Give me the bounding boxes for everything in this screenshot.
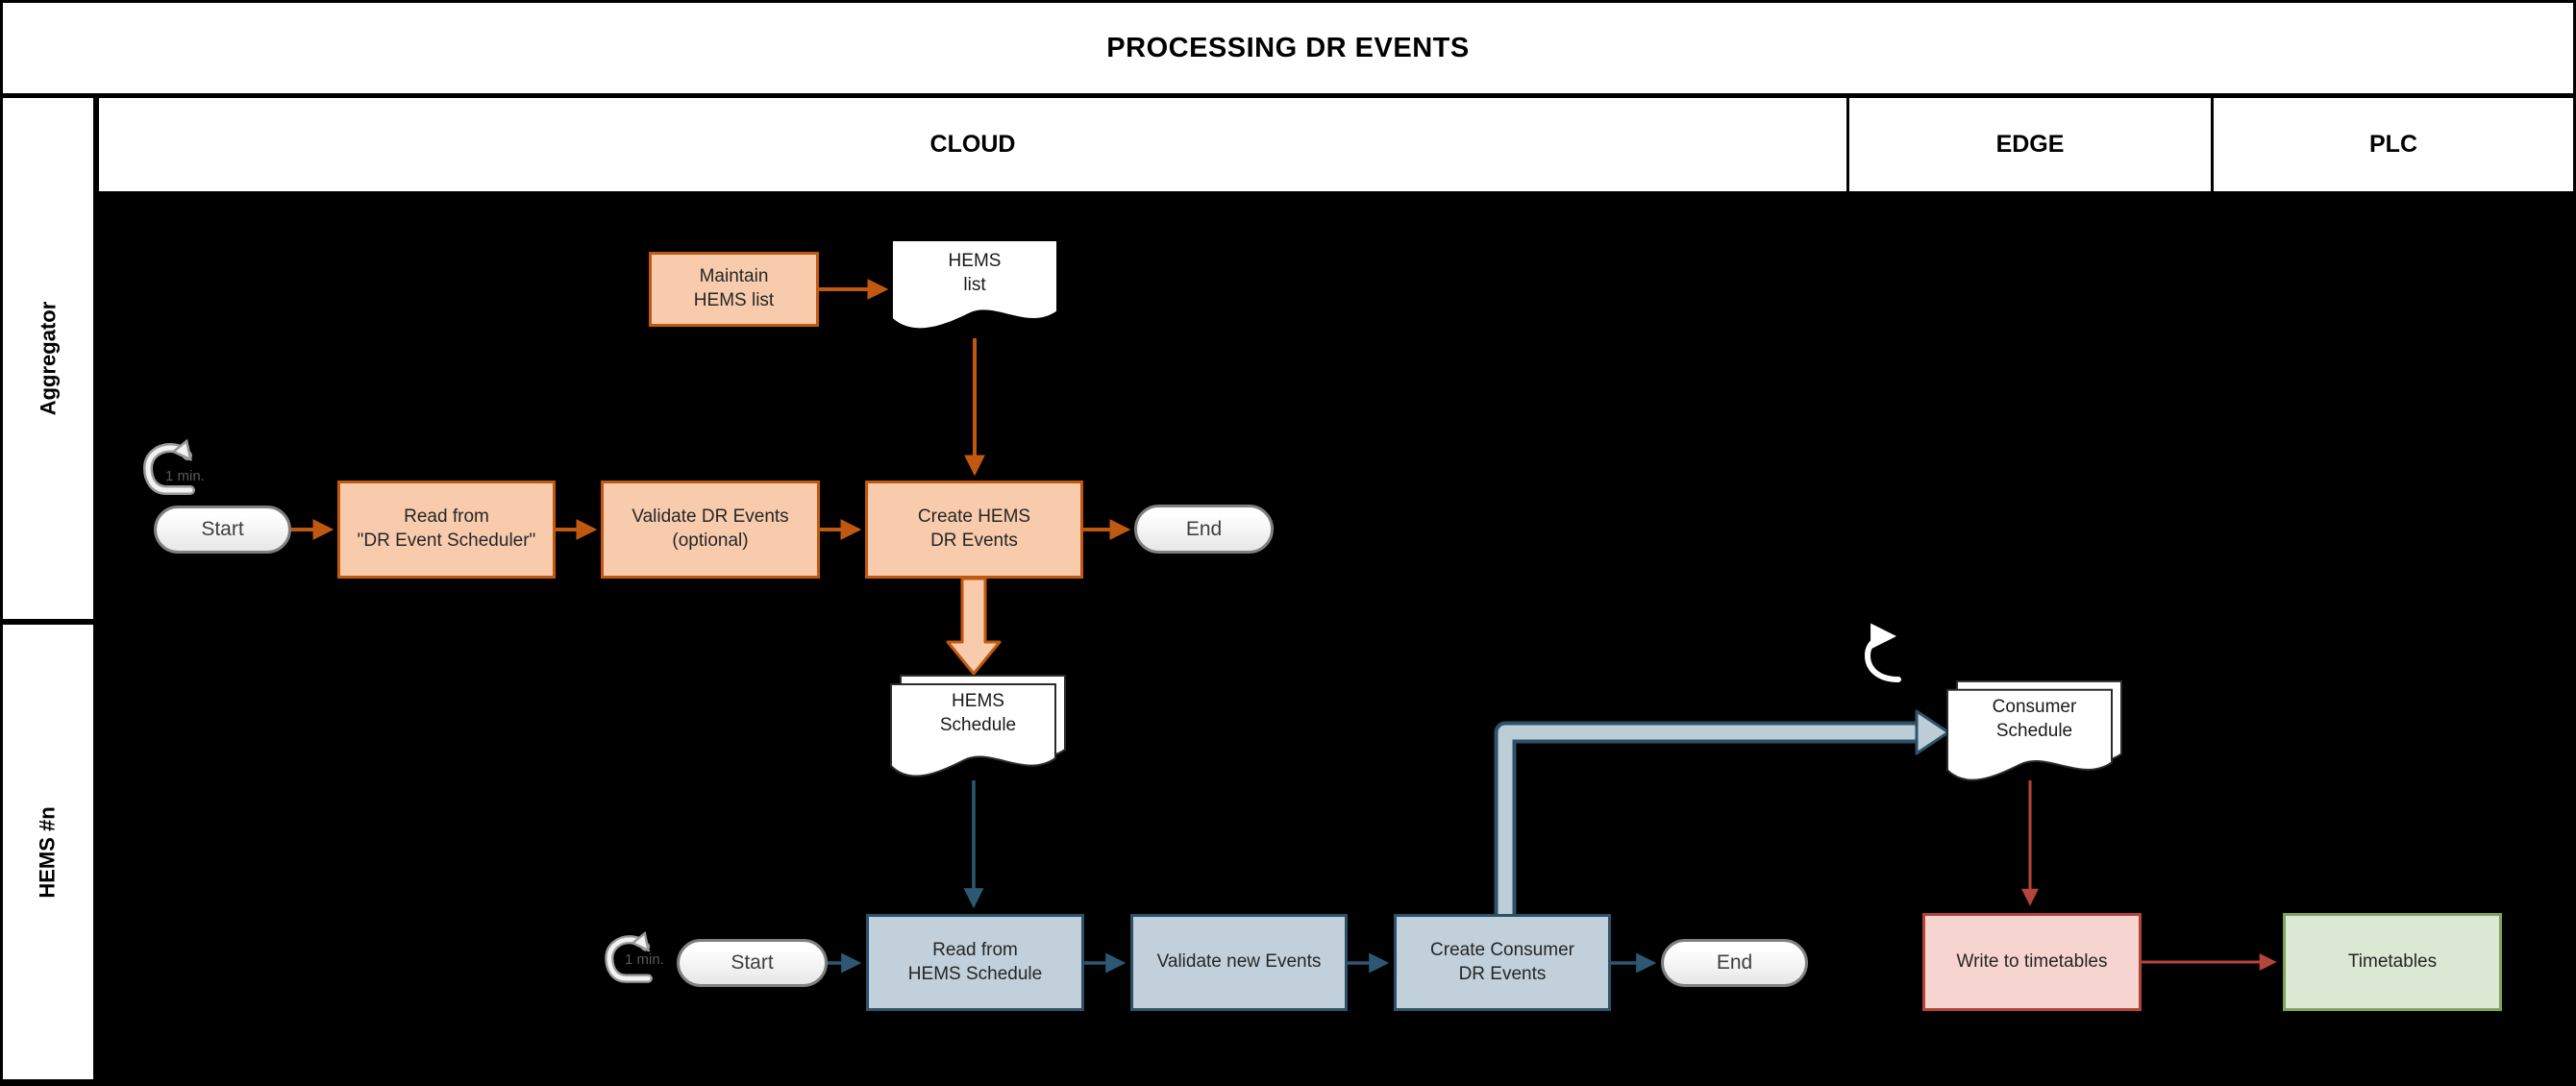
thick-orange-arrow: [946, 577, 1002, 676]
document-shape: [890, 675, 1066, 777]
process-maintain-hems-list: Maintain HEMS list: [649, 252, 819, 327]
start-node-hems: Start: [677, 939, 828, 987]
thick-blue-arrow: [1494, 709, 1950, 918]
end-node-hems: End: [1661, 939, 1808, 987]
diagram-title: PROCESSING DR EVENTS: [3, 3, 2573, 98]
start-node-aggregator: Start: [154, 506, 291, 554]
timer-label-hems: 1 min.: [625, 951, 664, 968]
column-header-cloud: CLOUD: [99, 98, 1849, 191]
process-read-dr-event-scheduler: Read from "DR Event Scheduler": [337, 481, 556, 579]
loop-icon-consumer: [1864, 623, 1901, 682]
document-hems-list-label: HEMS list: [948, 251, 1002, 295]
orange-arrows: [291, 279, 1131, 540]
column-header-edge: EDGE: [1849, 98, 2214, 191]
process-validate-new-events: Validate new Events: [1130, 914, 1348, 1011]
slate-arrows: [828, 780, 1657, 974]
lane-label-hems: HEMS #n: [3, 625, 96, 1079]
lane-label-aggregator-text: Aggregator: [36, 301, 60, 416]
process-validate-dr-events: Validate DR Events (optional): [601, 481, 820, 579]
document-shape: [892, 240, 1057, 329]
end-node-aggregator: End: [1134, 505, 1274, 554]
loop-timer-icon-aggregator: [142, 448, 195, 495]
loop-timer-icon-hems: [605, 940, 653, 983]
document-consumer-schedule: Consumer Schedule: [1945, 679, 2123, 784]
document-consumer-schedule-label: Consumer Schedule: [1992, 697, 2077, 741]
lane-label-hems-text: HEMS #n: [36, 805, 61, 899]
node-timetables: Timetables: [2283, 913, 2502, 1011]
process-create-consumer-dr-events: Create Consumer DR Events: [1394, 914, 1611, 1011]
process-read-hems-schedule: Read from HEMS Schedule: [866, 914, 1084, 1011]
lane-label-aggregator: Aggregator: [3, 98, 96, 622]
document-hems-schedule: HEMS Schedule: [889, 673, 1067, 780]
timer-label-aggregator: 1 min.: [165, 468, 205, 484]
document-hems-schedule-label: HEMS Schedule: [939, 691, 1017, 735]
red-arrows: [2021, 780, 2277, 971]
process-write-to-timetables: Write to timetables: [1922, 913, 2142, 1011]
process-create-hems-dr-events: Create HEMS DR Events: [865, 481, 1083, 579]
document-hems-list: HEMS list: [892, 240, 1057, 340]
document-shape: [1946, 679, 2122, 781]
column-header-plc: PLC: [2214, 98, 2573, 191]
